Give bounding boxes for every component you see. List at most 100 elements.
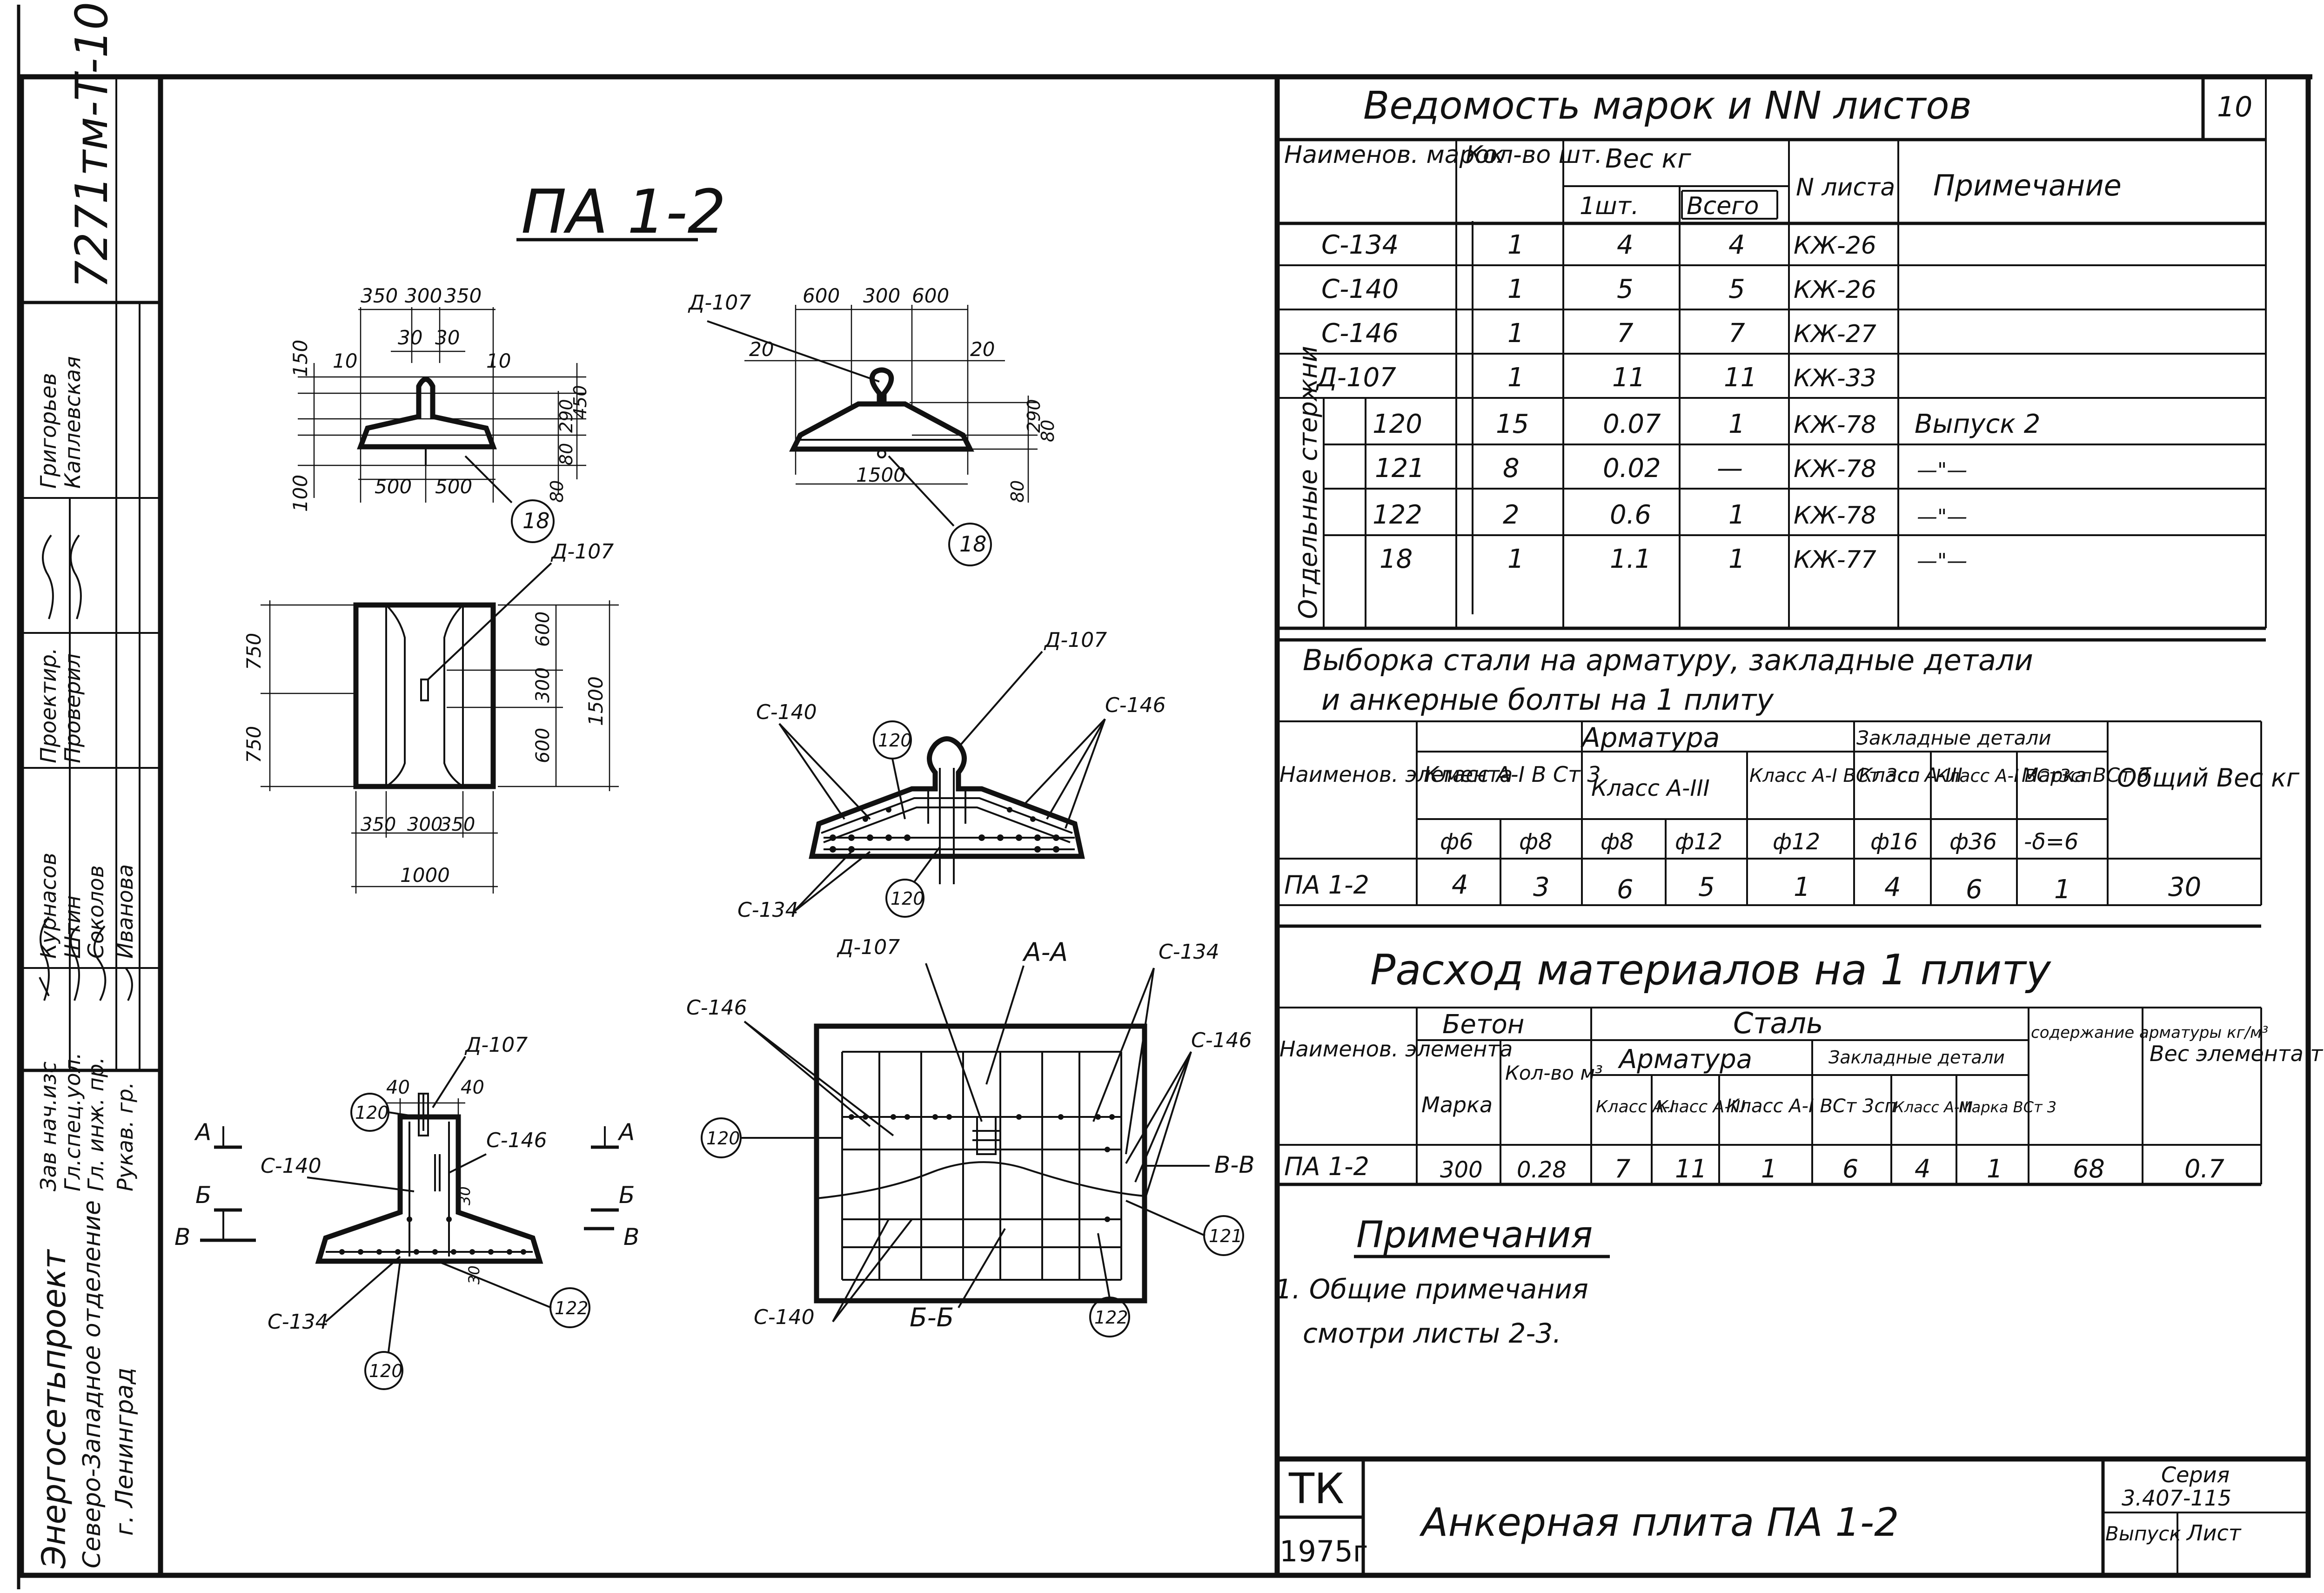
label-marks-r18: 18	[959, 531, 987, 557]
label-marks-r120: 120	[369, 1361, 403, 1381]
label-schedule-rows-2-total: 7	[1728, 318, 1745, 349]
label-steel-title2: и анкерные болты на 1 плиту	[1321, 683, 1774, 717]
label-steel-h_emb1: Класс А-I ВСт3сп	[1936, 766, 2092, 786]
title-block: ТК 1975г Анкерная плита ПА 1-2 Серия 3.4…	[1277, 1456, 2308, 1575]
label-marks-c146: С-146	[686, 996, 747, 1020]
stamp-name-1: Курнасов	[36, 853, 61, 959]
label-steel-row-vals-0: 4	[1452, 870, 1468, 900]
label-steel-h_name: Наименов. элемента	[1279, 762, 1513, 787]
label-marks-v: В	[174, 1223, 190, 1250]
label-schedule-rows-2-unit: 7	[1617, 318, 1634, 349]
label-marks-a: А	[194, 1119, 211, 1146]
label-schedule-rows-6-unit: 0.6	[1610, 500, 1651, 530]
label-marks-r120: 120	[878, 730, 912, 751]
schedule-row-1: С-134 1 4 4 КЖ-26	[1321, 230, 1876, 260]
label-marks-d107: Д-107	[1044, 628, 1107, 652]
label-marks-bb: Б-Б	[910, 1303, 954, 1332]
label-dims-d20b: 20	[970, 338, 995, 361]
label-dims-d80b: 80	[547, 480, 567, 503]
label-dims-d40b: 40	[461, 1077, 484, 1098]
label-marks-r18: 18	[522, 508, 550, 533]
org-name: Энергосетьпроект	[35, 1249, 73, 1569]
label-materials-h_content: содержание арматуры кг/м³	[2031, 1023, 2268, 1042]
label-steel-title1: Выборка стали на арматуру, закладные дет…	[1303, 643, 2033, 677]
label-dims-d350a: 350	[361, 284, 398, 307]
label-schedule-rows-7-qty: 1	[1507, 544, 1524, 574]
label-schedule-rows-3-mark: Д-107	[1315, 363, 1396, 393]
label-schedule-rows-7-unit: 1.1	[1610, 544, 1651, 574]
org-branch: Северо-Западное отделение	[78, 1200, 106, 1568]
label-schedule-rows-3-unit: 11	[1612, 363, 1645, 393]
label-dims-d10b: 10	[486, 350, 511, 372]
signature-5	[42, 534, 54, 619]
label-dims-d600a: 600	[803, 284, 840, 307]
label-schedule-rows-1-mark: С-140	[1321, 274, 1399, 304]
label-dims-d300d: 300	[407, 814, 442, 835]
label-dims-d600d: 600	[532, 728, 554, 763]
label-materials-row-7: 4	[1915, 1154, 1930, 1183]
label-marks-a: А	[617, 1119, 635, 1146]
label-title_block-org: ТК	[1288, 1465, 1344, 1513]
label-notes-text1: 1. Общие примечания	[1275, 1273, 1588, 1305]
label-steel-diams-1: ф8	[1519, 829, 1553, 855]
label-title_block-series: 3.407-115	[2122, 1485, 2231, 1511]
label-schedule-rows-4-note: Выпуск 2	[1915, 409, 2040, 439]
label-steel-row-name: ПА 1-2	[1284, 870, 1369, 900]
stamp-name-4: Иванова	[113, 864, 138, 959]
label-dims-d350d: 350	[440, 814, 475, 835]
label-steel-row-vals-2: 6	[1617, 874, 1634, 905]
label-schedule-rows-5-sheet: КЖ-78	[1794, 455, 1876, 483]
label-schedule-rows-4-unit: 0.07	[1603, 409, 1661, 439]
label-materials-h_weight: Вес элемента т	[2150, 1041, 2323, 1066]
label-schedule-rows-0-qty: 1	[1507, 230, 1524, 260]
org-city: г. Ленинград	[111, 1368, 139, 1536]
label-title_block-year: 1975г	[1279, 1534, 1368, 1568]
label-schedule-headers-qty: Кол-во шт.	[1466, 141, 1602, 169]
label-materials-row-4: 11	[1675, 1154, 1707, 1183]
label-title_block-sheet: Лист	[2186, 1520, 2242, 1546]
reinforcement-elevation: Д-107 С-140 С-146 120 120 С-134	[737, 628, 1166, 922]
label-steel-h_cls1: Класс А-I В Ст 3	[1424, 762, 1601, 787]
label-steel-h_arm: Арматура	[1580, 722, 1720, 753]
label-marks-r120: 120	[355, 1102, 389, 1123]
mark-18-bubble-1	[511, 499, 555, 543]
label-marks-c140: С-140	[754, 1305, 815, 1329]
label-marks-d107: Д-107	[837, 935, 900, 959]
label-marks-v: В	[623, 1223, 639, 1250]
label-materials-row-9: 68	[2073, 1154, 2105, 1183]
label-dims-d290b: 290	[1024, 399, 1044, 433]
label-schedule-rows-2-qty: 1	[1507, 318, 1524, 349]
label-dims-d20a: 20	[749, 338, 774, 361]
label-title_block-series_label: Серия	[2161, 1462, 2230, 1487]
label-marks-d107: Д-107	[550, 540, 614, 564]
label-schedule-rows-7-sheet: КЖ-77	[1794, 546, 1876, 574]
section-plans: Д-107 А-А С-134 С-146 С-146 120 В-В 121 …	[686, 935, 1255, 1338]
label-schedule-rows-5-note: —"—	[1917, 458, 1967, 482]
label-steel-row-vals-6: 6	[1966, 874, 1982, 905]
label-marks-vv: В-В	[1214, 1151, 1255, 1178]
label-schedule-rows-3-sheet: КЖ-33	[1794, 364, 1876, 392]
label-dims-d350c: 350	[361, 814, 396, 835]
label-schedule-rows-4-mark: 120	[1373, 409, 1422, 439]
label-schedule-rows-2-sheet: КЖ-27	[1794, 320, 1876, 348]
schedule-table: Ведомость марок и NN листов 10 Наименов.…	[1274, 77, 2267, 1575]
label-steel-row-total: 30	[2168, 872, 2201, 902]
label-dims-d750a: 750	[242, 633, 265, 670]
label-marks-c146: С-146	[486, 1129, 547, 1152]
stamp-role-1: Зав нач.изс	[36, 1062, 61, 1191]
rebar-dots	[830, 807, 1059, 853]
label-steel-row-vals-3: 5	[1698, 872, 1715, 902]
label-marks-c140: С-140	[756, 700, 817, 724]
label-schedule-rows-3-qty: 1	[1507, 363, 1524, 393]
label-schedule-rows-0-mark: С-134	[1321, 230, 1399, 260]
label-marks-c140: С-140	[261, 1154, 321, 1178]
label-dims-d100: 100	[289, 475, 312, 512]
label-marks-d107: Д-107	[464, 1033, 528, 1057]
label-schedule-rows-6-total: 1	[1728, 500, 1745, 530]
stamp-name-5: Григорьев	[36, 373, 61, 489]
label-materials-h_c1: Класс А-I	[1596, 1097, 1675, 1116]
label-steel-row-vals-1: 3	[1533, 872, 1550, 902]
label-schedule-rows-1-qty: 1	[1507, 274, 1524, 304]
signature-2	[70, 925, 80, 1001]
label-schedule-rows-7-note: —"—	[1917, 549, 1967, 573]
